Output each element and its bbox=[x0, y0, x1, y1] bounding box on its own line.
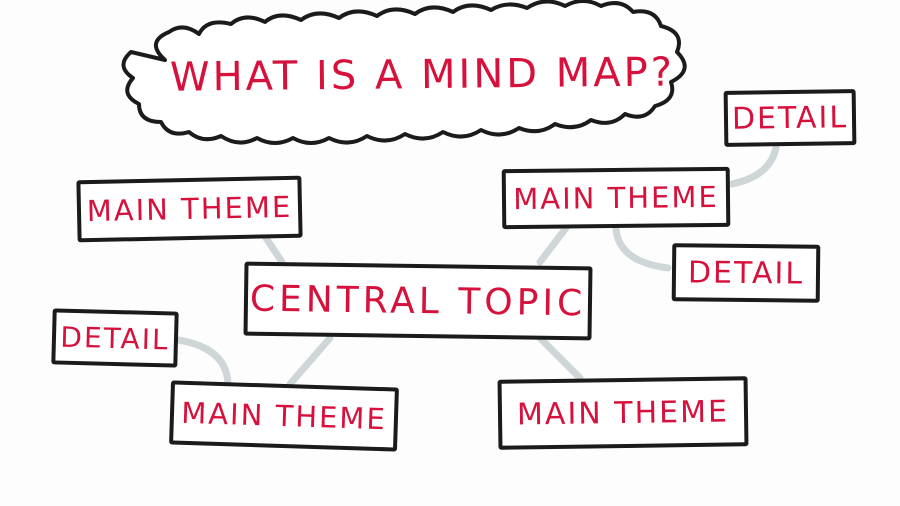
central-topic-label: CENTRAL TOPIC bbox=[249, 278, 587, 324]
main-theme-node-top-right: MAIN THEME bbox=[501, 166, 731, 230]
detail-node-top-right: DETAIL bbox=[723, 89, 857, 147]
main-theme-label: MAIN THEME bbox=[516, 394, 730, 432]
connector-central-to-theme-tl bbox=[262, 234, 286, 266]
main-theme-label: MAIN THEME bbox=[513, 179, 719, 217]
connector-theme-tr-to-detail-tr bbox=[728, 144, 780, 188]
main-theme-node-top-left: MAIN THEME bbox=[76, 175, 303, 243]
detail-node-left: DETAIL bbox=[51, 308, 179, 368]
detail-label: DETAIL bbox=[59, 320, 171, 356]
main-theme-label: MAIN THEME bbox=[86, 189, 293, 229]
connector-central-to-theme-br bbox=[532, 330, 584, 382]
central-topic-node: CENTRAL TOPIC bbox=[243, 261, 593, 341]
connector-central-to-theme-tr bbox=[536, 224, 570, 266]
detail-label: DETAIL bbox=[687, 254, 805, 292]
connector-theme-tr-to-detail-r bbox=[612, 226, 672, 272]
detail-label: DETAIL bbox=[731, 99, 849, 137]
detail-node-right: DETAIL bbox=[671, 243, 821, 303]
connector-central-to-theme-bl bbox=[286, 334, 334, 388]
page-title: WHAT IS A MIND MAP? bbox=[169, 49, 676, 101]
main-theme-node-bottom-right: MAIN THEME bbox=[497, 376, 749, 450]
main-theme-label: MAIN THEME bbox=[180, 395, 388, 437]
connector-detail-l-to-theme-bl bbox=[174, 336, 232, 390]
main-theme-node-bottom-left: MAIN THEME bbox=[169, 380, 399, 452]
